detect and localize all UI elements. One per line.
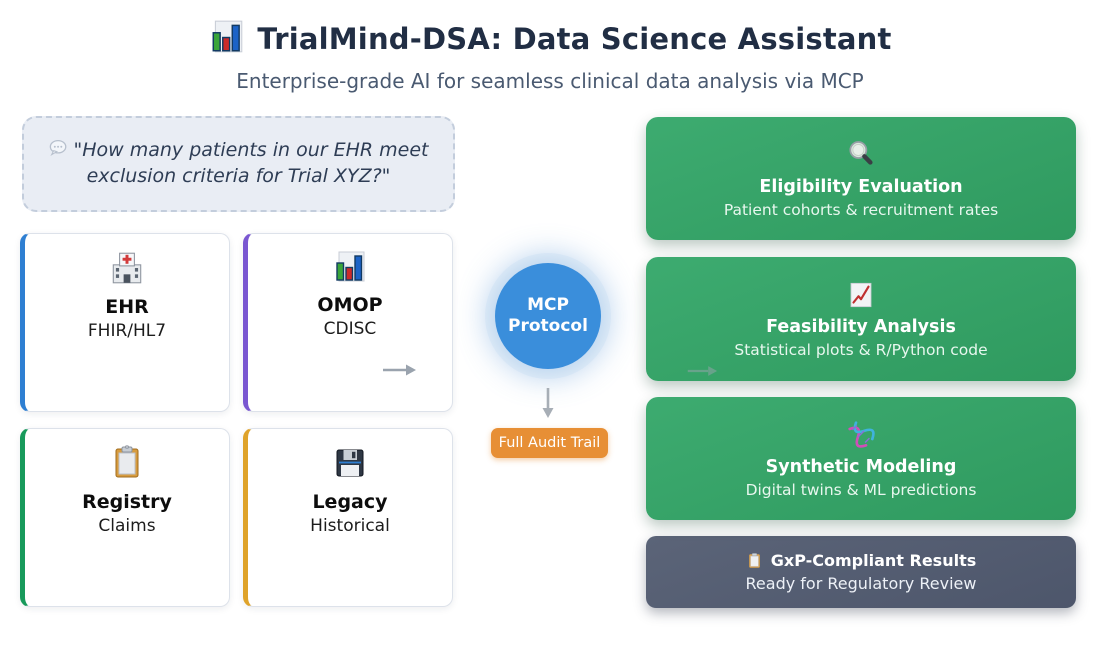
source-title: EHR xyxy=(105,296,149,318)
output-card-eligibility: Eligibility Evaluation Patient cohorts &… xyxy=(646,117,1076,240)
source-subtitle: CDISC xyxy=(323,319,377,339)
hub-label-line2: Protocol xyxy=(508,316,588,336)
output-title: Eligibility Evaluation xyxy=(759,177,963,197)
chart-up-icon xyxy=(850,282,872,307)
hospital-icon xyxy=(112,252,142,284)
source-card-legacy: Legacy Historical xyxy=(243,428,453,607)
source-card-registry: Registry Claims xyxy=(20,428,230,607)
result-subtitle: Ready for Regulatory Review xyxy=(745,574,977,593)
output-subtitle: Digital twins & ML predictions xyxy=(745,481,977,499)
dna-icon xyxy=(848,421,875,448)
output-subtitle: Patient cohorts & recruitment rates xyxy=(723,201,999,219)
header: TrialMind-DSA: Data Science Assistant En… xyxy=(0,18,1100,93)
flow-arrow-hub-to-audit xyxy=(542,388,554,418)
mcp-protocol-hub: MCP Protocol xyxy=(495,263,601,369)
output-card-feasibility: Feasibility Analysis Statistical plots &… xyxy=(646,257,1076,381)
output-card-synthetic: Synthetic Modeling Digital twins & ML pr… xyxy=(646,397,1076,520)
clipboard-icon xyxy=(115,445,139,478)
output-title: Feasibility Analysis xyxy=(766,316,956,337)
page-title: TrialMind-DSA: Data Science Assistant xyxy=(257,22,892,56)
flow-arrow-sources-to-hub xyxy=(383,364,416,376)
source-card-ehr: EHR FHIR/HL7 xyxy=(20,233,230,412)
hub-label-line1: MCP xyxy=(527,294,569,315)
source-card-omop: OMOP CDISC xyxy=(243,233,453,412)
clipboard-icon xyxy=(748,552,760,568)
full-audit-trail-badge: Full Audit Trail xyxy=(491,428,608,458)
result-title: GxP-Compliant Results xyxy=(770,551,977,570)
source-title: Legacy xyxy=(312,491,388,513)
bar-chart-icon xyxy=(208,18,246,60)
source-title: OMOP xyxy=(317,294,383,316)
audit-badge-label: Full Audit Trail xyxy=(498,435,601,451)
flow-arrow-hub-to-outputs xyxy=(687,366,718,376)
floppy-disk-icon xyxy=(336,449,364,477)
speech-bubble-icon xyxy=(50,140,67,157)
page-subtitle: Enterprise-grade AI for seamless clinica… xyxy=(236,69,864,93)
source-subtitle: Claims xyxy=(98,516,156,536)
output-title: Synthetic Modeling xyxy=(765,457,957,477)
output-subtitle: Statistical plots & R/Python code xyxy=(734,340,988,359)
user-query-text: "How many patients in our EHR meet exclu… xyxy=(73,139,429,187)
source-title: Registry xyxy=(82,491,172,513)
user-query-bubble: "How many patients in our EHR meet exclu… xyxy=(22,116,455,212)
magnifier-icon xyxy=(849,141,873,165)
bar-chart-icon xyxy=(336,251,365,282)
source-subtitle: Historical xyxy=(310,516,390,536)
result-card-gxp: GxP-Compliant Results Ready for Regulato… xyxy=(646,536,1076,608)
source-subtitle: FHIR/HL7 xyxy=(87,321,167,341)
